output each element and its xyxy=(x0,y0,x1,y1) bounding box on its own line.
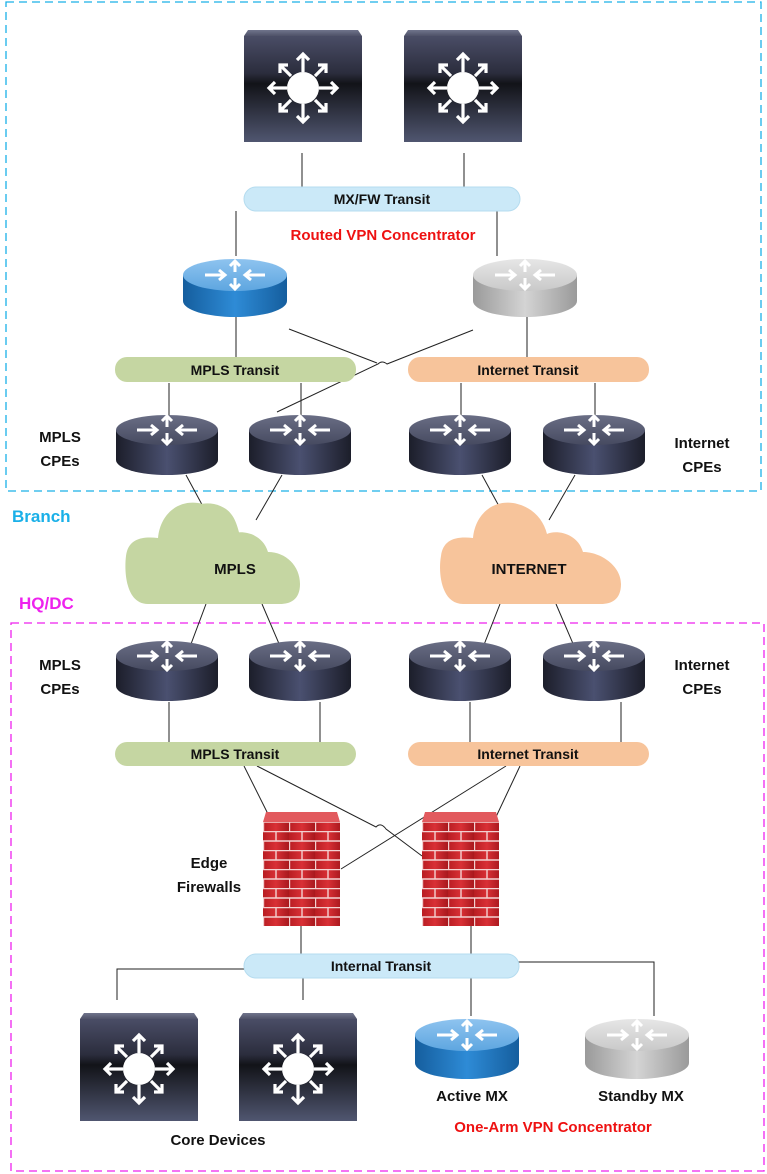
edge-firewall-2 xyxy=(422,812,499,926)
hq-standby-mx-router xyxy=(585,1019,689,1079)
branch-internet-cpe-1 xyxy=(409,414,511,475)
hq-internet-transit-label: Internet Transit xyxy=(477,746,578,762)
hq-internet-cpes-label-2: CPEs xyxy=(682,681,721,698)
branch-mx-active-router xyxy=(183,259,287,317)
hq-internet-cpes-label-1: Internet xyxy=(674,657,729,674)
hq-internet-cpe-2 xyxy=(543,640,645,701)
switch-icon xyxy=(427,52,499,124)
switch-icon xyxy=(262,1033,334,1105)
edge-firewalls-label-1: Edge xyxy=(191,855,228,872)
hq-internet-transit-segment: Internet Transit xyxy=(408,742,649,766)
hq-active-mx-router xyxy=(415,1019,519,1079)
mx-fw-transit-segment: MX/FW Transit xyxy=(243,186,521,212)
branch-mpls-cpes-label-2: CPEs xyxy=(40,453,79,470)
hq-mpls-cpes-label-1: MPLS xyxy=(39,657,81,674)
branch-internet-transit-segment: Internet Transit xyxy=(408,357,649,382)
branch-mpls-cpe-1 xyxy=(116,414,218,475)
branch-mpls-transit-label: MPLS Transit xyxy=(191,362,280,378)
hq-mpls-cpe-2 xyxy=(249,640,351,701)
edge-firewalls-label-2: Firewalls xyxy=(177,879,241,896)
hq-zone-border xyxy=(10,622,765,1172)
mpls-cloud-label: MPLS xyxy=(214,561,256,578)
internal-transit-segment: Internal Transit xyxy=(243,953,520,979)
branch-mpls-cpe-2 xyxy=(249,414,351,475)
branch-internet-transit-label: Internet Transit xyxy=(477,362,578,378)
branch-internet-cpes-label-1: Internet xyxy=(674,435,729,452)
branch-internet-cpes-label-2: CPEs xyxy=(682,459,721,476)
hq-mpls-cpes-label-2: CPEs xyxy=(40,681,79,698)
standby-mx-label: Standby MX xyxy=(598,1088,684,1105)
switch-icon xyxy=(267,52,339,124)
edge-firewall-1 xyxy=(263,812,340,926)
branch-core-switch-1 xyxy=(244,30,362,142)
hq-internet-cpe-1 xyxy=(409,640,511,701)
branch-zone-border xyxy=(5,1,762,492)
hq-core-switch-2 xyxy=(239,1013,357,1121)
hq-mpls-transit-segment: MPLS Transit xyxy=(115,742,356,766)
active-mx-label: Active MX xyxy=(436,1088,508,1105)
branch-mpls-transit-segment: MPLS Transit xyxy=(115,357,356,382)
hq-mpls-transit-label: MPLS Transit xyxy=(191,746,280,762)
branch-mx-standby-router xyxy=(473,259,577,317)
hq-mpls-cpe-1 xyxy=(116,640,218,701)
branch-zone-label: Branch xyxy=(12,507,71,526)
hq-zone-label: HQ/DC xyxy=(19,594,74,613)
branch-mpls-cpes-label-1: MPLS xyxy=(39,429,81,446)
branch-internet-cpe-2 xyxy=(543,414,645,475)
mpls-cloud: MPLS xyxy=(125,502,301,604)
mx-fw-transit-label: MX/FW Transit xyxy=(334,191,431,207)
internet-cloud: INTERNET xyxy=(440,502,621,604)
hq-core-switch-1 xyxy=(80,1013,198,1121)
internet-cloud-label: INTERNET xyxy=(492,561,567,578)
one-arm-vpn-concentrator-label: One-Arm VPN Concentrator xyxy=(454,1119,652,1136)
switch-icon xyxy=(103,1033,175,1105)
core-devices-label: Core Devices xyxy=(170,1132,265,1149)
branch-core-switch-2 xyxy=(404,30,522,142)
routed-vpn-concentrator-label: Routed VPN Concentrator xyxy=(290,227,475,244)
internal-transit-label: Internal Transit xyxy=(331,958,432,974)
